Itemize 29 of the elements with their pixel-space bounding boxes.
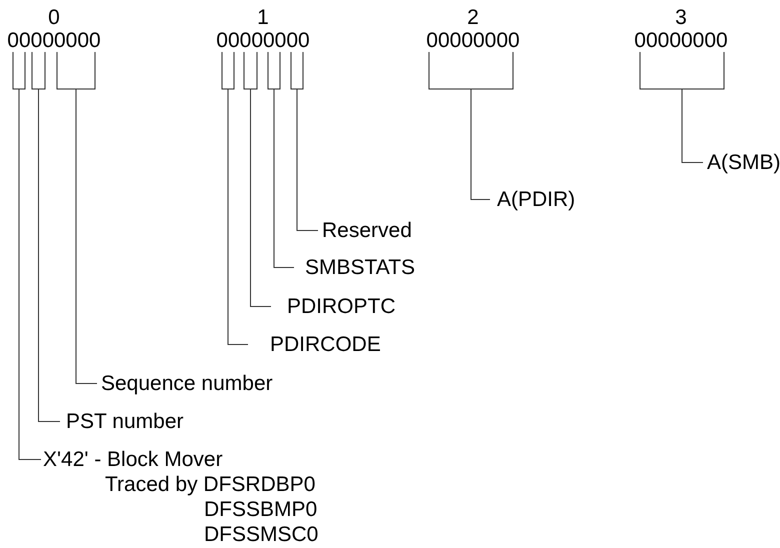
field-label: DFSSBMP0: [204, 497, 318, 522]
leader-line: [268, 52, 294, 268]
byte-number: 0: [48, 6, 60, 30]
bit-string: 00000000: [634, 30, 728, 52]
leader-line: [428, 52, 514, 200]
field-label: A(PDIR): [497, 187, 576, 212]
field-label: A(SMB): [707, 150, 780, 175]
leader-line: [290, 52, 318, 231]
field-label: PDIRCODE: [270, 332, 381, 357]
bit-string: 00000000: [216, 30, 310, 52]
leader-line: [640, 52, 724, 163]
leader-line: [32, 52, 60, 422]
field-label: Reserved: [322, 218, 412, 243]
leader-line: [244, 52, 272, 307]
leader-line: [56, 52, 98, 384]
field-label: PDIROPTC: [287, 294, 396, 319]
field-label: X'42' - Block Mover: [43, 447, 223, 472]
leader-line: [12, 52, 42, 460]
field-label: PST number: [66, 409, 184, 434]
byte-number: 2: [467, 6, 479, 30]
byte-number: 3: [675, 6, 687, 30]
field-label: SMBSTATS: [305, 255, 416, 280]
leader-line: [222, 52, 248, 345]
field-label: Traced by DFSRDBP0: [105, 472, 316, 497]
field-label: DFSSMSC0: [204, 522, 318, 547]
bit-string: 00000000: [426, 30, 520, 52]
bit-string: 00000000: [7, 30, 101, 52]
field-label: Sequence number: [101, 371, 273, 396]
byte-number: 1: [257, 6, 269, 30]
